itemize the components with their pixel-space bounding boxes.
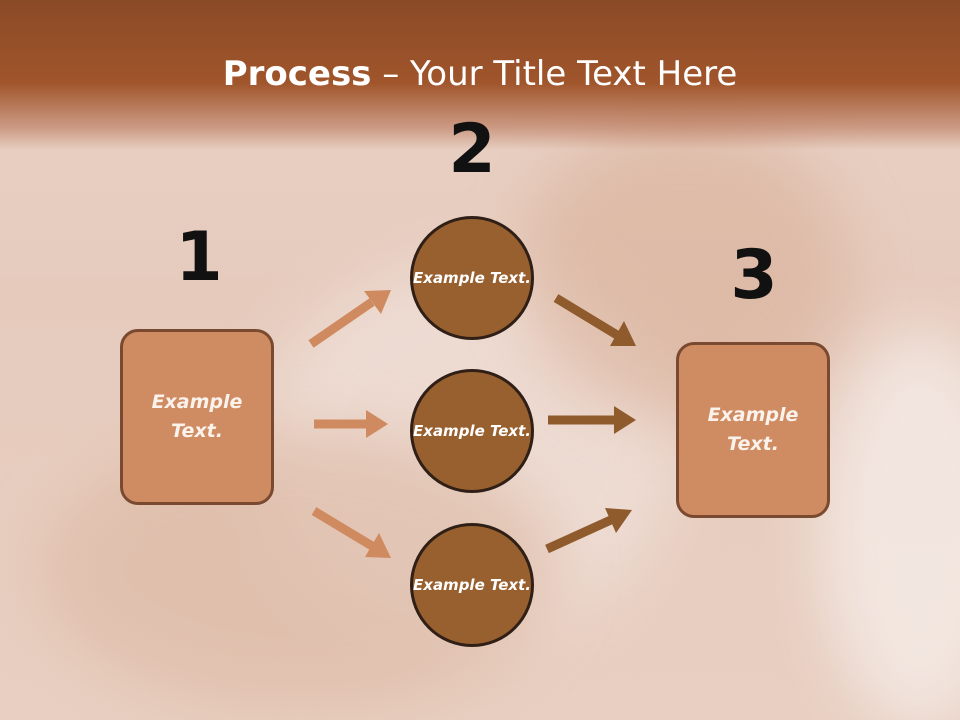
circle-middle-text: Example Text. — [413, 421, 531, 440]
arrow-top-to-3 — [553, 294, 636, 346]
step-2-circle-top: Example Text. — [410, 216, 534, 340]
arrow-1-to-top — [308, 290, 391, 348]
arrow-bottom-to-3 — [545, 508, 632, 554]
step-3-box: Example Text. — [676, 342, 830, 518]
step-1-text: Example Text. — [151, 391, 243, 442]
title-rest: – Your Title Text Here — [371, 54, 738, 94]
arrow-1-to-middle — [314, 410, 388, 438]
step-number-2: 2 — [448, 110, 496, 189]
arrow-1-to-bottom — [311, 507, 391, 558]
circle-bottom-text: Example Text. — [413, 575, 531, 594]
arrow-middle-to-3 — [548, 406, 636, 434]
title-bold: Process — [222, 54, 372, 94]
title-bar — [0, 0, 960, 150]
step-number-1: 1 — [175, 218, 223, 297]
step-2-circle-middle: Example Text. — [410, 369, 534, 493]
step-3-text: Example Text. — [707, 404, 799, 455]
circle-top-text: Example Text. — [413, 268, 531, 287]
step-number-3: 3 — [730, 236, 778, 315]
step-2-circle-bottom: Example Text. — [410, 523, 534, 647]
step-1-box: Example Text. — [120, 329, 274, 505]
slide-title: Process – Your Title Text Here — [0, 52, 960, 96]
